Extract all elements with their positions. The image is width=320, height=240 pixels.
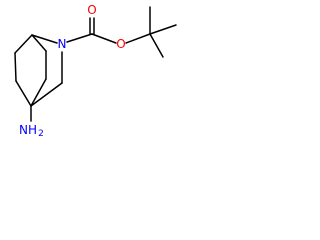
ester-oxygen-label: O (116, 37, 125, 51)
bond-c1-n (31, 34, 58, 44)
ester-oxygen-atom: O (116, 37, 125, 51)
bond-ca-cb (14, 52, 17, 82)
amine-group: NH 2 (19, 123, 44, 139)
nitrogen-atom: N (58, 37, 67, 51)
amine-label: NH (19, 123, 37, 137)
bond-c1-cc (31, 34, 47, 52)
atom-labels: N O O NH 2 (19, 3, 126, 139)
chemical-structure: N O O NH 2 (14, 3, 177, 139)
bond-cb-c4 (15, 80, 32, 107)
nitrogen-label: N (58, 37, 67, 51)
bond-cq-methyl-bottom (149, 33, 164, 58)
bond-c3-c4 (30, 82, 63, 107)
bond-o-cq (125, 33, 151, 44)
bonds (14, 6, 177, 122)
carbonyl-oxygen-atom: O (87, 3, 96, 17)
amine-subscript: 2 (38, 129, 44, 139)
bond-cd-c4 (30, 78, 47, 107)
bond-n-carbonyl (66, 33, 93, 43)
bond-carbonyl-o-ester (91, 33, 117, 44)
bond-c1-ca (14, 34, 33, 54)
bond-cq-methyl-right (149, 24, 177, 35)
carbonyl-oxygen-label: O (87, 3, 96, 17)
